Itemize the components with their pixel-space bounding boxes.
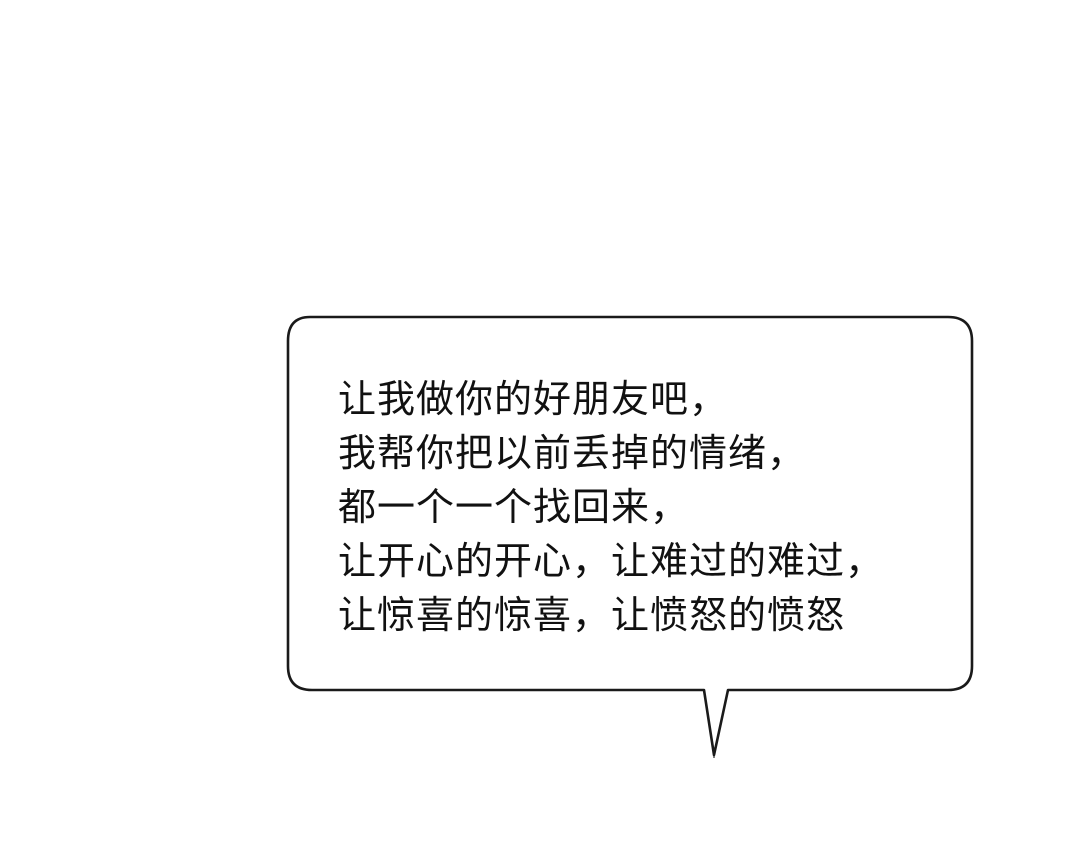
bubble-line-3: 都一个一个找回来， bbox=[338, 485, 690, 529]
bubble-line-4: 让开心的开心，让难过的难过， bbox=[338, 539, 885, 583]
bubble-line-5: 让惊喜的惊喜，让愤怒的愤怒 bbox=[338, 593, 846, 637]
bubble-line-1: 让我做你的好朋友吧， bbox=[338, 377, 729, 421]
speech-bubble-text: 让我做你的好朋友吧， 我帮你把以前丢掉的情绪， 都一个一个找回来， 让开心的开心… bbox=[338, 372, 958, 642]
bubble-line-2: 我帮你把以前丢掉的情绪， bbox=[338, 431, 807, 475]
speech-bubble-outline bbox=[286, 315, 974, 757]
ink-speck bbox=[713, 756, 715, 758]
